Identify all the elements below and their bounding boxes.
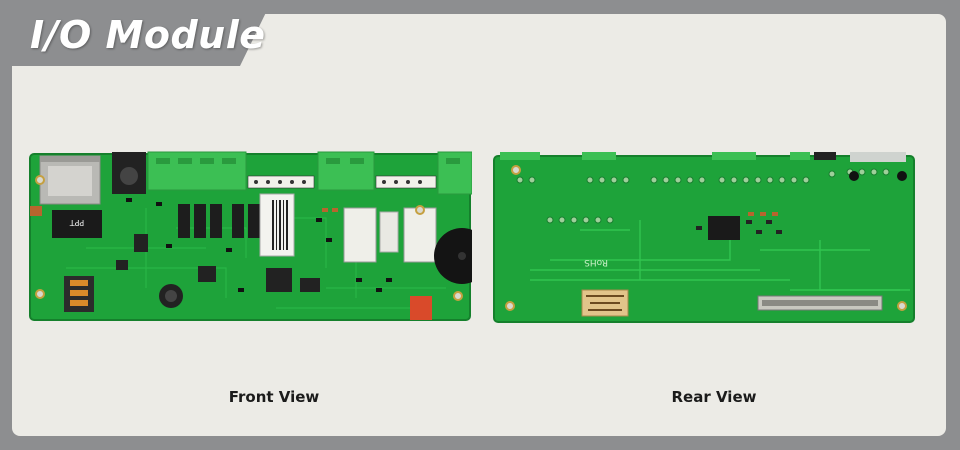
rear-view-board-photo: RoHS [490,150,920,326]
page-title: I/O Module [30,13,266,57]
title-banner: I/O Module [0,0,290,66]
svg-text:PPT: PPT [70,218,85,227]
front-view-caption: Front View [228,388,320,406]
front-view-board-photo: PPT [26,148,472,324]
rear-view-caption: Rear View [671,388,757,406]
title-banner-shape [0,0,272,66]
svg-text:RoHS: RoHS [584,257,608,267]
